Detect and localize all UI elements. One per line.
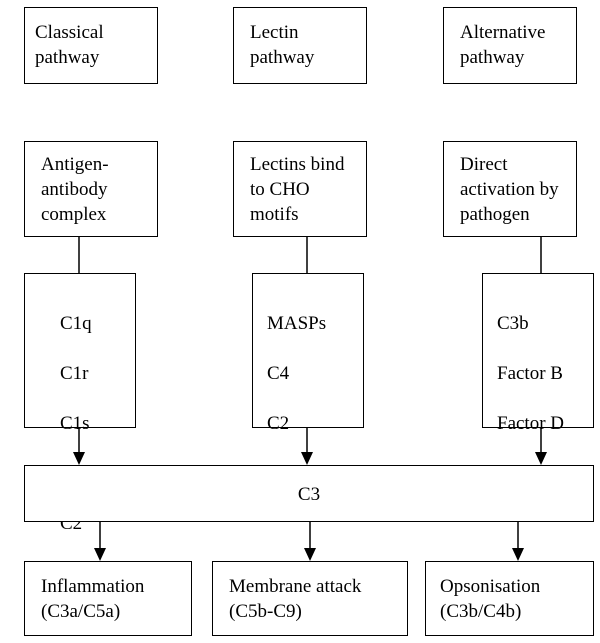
component-item: C4 bbox=[267, 363, 290, 384]
component-item: MASPs bbox=[267, 313, 327, 334]
arrow-c3-to-inflammation-head bbox=[94, 548, 106, 561]
c3-box: C3 bbox=[24, 465, 594, 522]
c3-label: C3 bbox=[297, 484, 321, 505]
alternative-components-list: C3b Factor B Factor D bbox=[497, 286, 564, 461]
alternative-trigger-text: Direct activation by pathogen bbox=[460, 154, 559, 225]
arrow-alternative-to-c3-head bbox=[535, 452, 547, 465]
classical-pathway-box: Classical pathway bbox=[24, 7, 158, 84]
arrow-lectin-to-c3-head bbox=[301, 452, 313, 465]
lectin-pathway-box: Lectin pathway bbox=[233, 7, 367, 84]
component-item: Factor D bbox=[497, 413, 565, 434]
component-item: C1s bbox=[60, 413, 90, 434]
classical-trigger-box: Antigen- antibody complex bbox=[24, 141, 158, 237]
arrow-classical-to-c3-head bbox=[73, 452, 85, 465]
lectin-trigger-box: Lectins bind to CHO motifs bbox=[233, 141, 367, 237]
membrane-attack-box: Membrane attack (C5b-C9) bbox=[212, 561, 408, 636]
membrane-attack-label: Membrane attack (C5b-C9) bbox=[229, 576, 362, 622]
lectin-trigger-text: Lectins bind to CHO motifs bbox=[250, 154, 345, 225]
arrow-c3-to-membrane-attack-head bbox=[304, 548, 316, 561]
component-item: C2 bbox=[267, 413, 290, 434]
opsonisation-label: Opsonisation (C3b/C4b) bbox=[440, 576, 541, 622]
arrow-c3-to-opsonisation-head bbox=[512, 548, 524, 561]
classical-pathway-title: Classical pathway bbox=[35, 22, 104, 68]
alternative-trigger-box: Direct activation by pathogen bbox=[443, 141, 577, 237]
lectin-components-box: MASPs C4 C2 bbox=[252, 273, 364, 434]
component-item: C1q bbox=[60, 313, 92, 334]
lectin-components-list: MASPs C4 C2 bbox=[267, 286, 326, 461]
inflammation-box: Inflammation (C3a/C5a) bbox=[24, 561, 192, 636]
inflammation-label: Inflammation (C3a/C5a) bbox=[41, 576, 145, 622]
alternative-pathway-title: Alternative pathway bbox=[460, 22, 546, 68]
alternative-pathway-box: Alternative pathway bbox=[443, 7, 577, 84]
component-item: Factor B bbox=[497, 363, 563, 384]
component-item: C3b bbox=[497, 313, 529, 334]
component-item: C1r bbox=[60, 363, 89, 384]
classical-trigger-text: Antigen- antibody complex bbox=[41, 154, 109, 225]
classical-components-box: C1q C1r C1s C4 C2 bbox=[24, 273, 136, 534]
lectin-pathway-title: Lectin pathway bbox=[250, 22, 315, 68]
opsonisation-box: Opsonisation (C3b/C4b) bbox=[425, 561, 594, 636]
alternative-components-box: C3b Factor B Factor D bbox=[482, 273, 594, 434]
